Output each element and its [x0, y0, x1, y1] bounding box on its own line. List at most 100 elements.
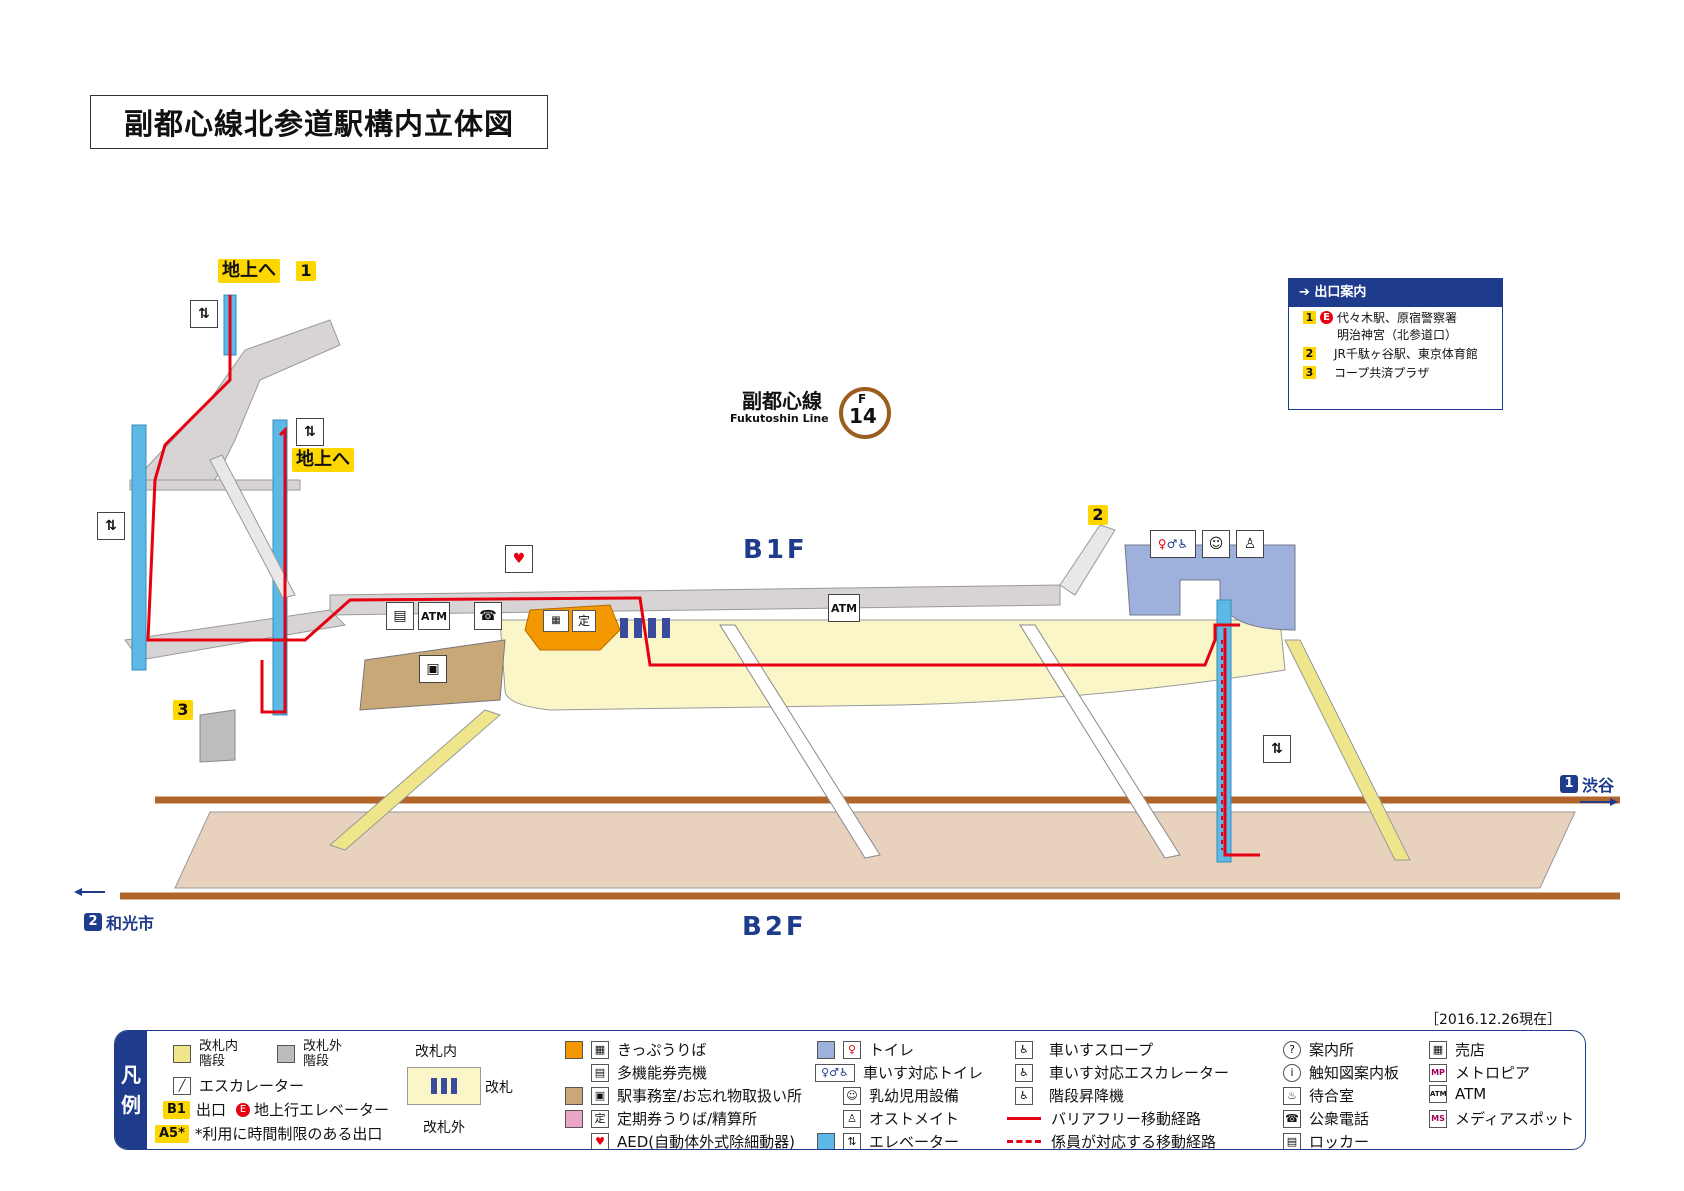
elevator-icon[interactable]: ⇅	[296, 418, 324, 446]
aed-icon: ♥	[591, 1132, 609, 1149]
escalator-icon: ╱	[173, 1076, 191, 1095]
toilet-icon[interactable]: ♀♂♿	[1150, 530, 1196, 558]
locker-icon: ▤	[386, 602, 414, 630]
elevator-icon[interactable]: ⇅	[190, 300, 218, 328]
floor-label-b2f: B2F	[742, 912, 807, 942]
legend-limited-exit: A5**利用に時間制限のある出口	[155, 1123, 382, 1144]
direction-east-name: 渋谷	[1582, 776, 1615, 795]
legend-text: 係員が対応する移動経路	[1051, 1133, 1217, 1150]
exit-num: 1	[1303, 311, 1316, 324]
exit-guide-text: コープ共済プラザ	[1334, 366, 1430, 380]
legend-text: 乳幼児用設備	[869, 1087, 960, 1105]
page-title: 副都心線北参道駅構内立体図	[90, 95, 548, 149]
legend-text: 待合室	[1309, 1087, 1355, 1105]
legend-text: 公衆電話	[1309, 1110, 1370, 1128]
legend-text: 改札外 階段	[303, 1039, 343, 1069]
line-name-en: Fukutoshin Line	[730, 412, 829, 425]
barrier-free-route-2	[260, 426, 287, 714]
legend-text: 車いす対応トイレ	[863, 1064, 984, 1082]
elevator-icon[interactable]: ⇅	[97, 512, 125, 540]
barrier-free-route	[146, 295, 1240, 667]
legend-shop: ▦ 売店	[1429, 1039, 1485, 1060]
red-line-icon	[1007, 1117, 1041, 1120]
legend-pass: 定定期券うりば/精算所	[565, 1108, 757, 1129]
to-ground-label-2: 地上へ	[292, 448, 354, 472]
metropia-icon: MP	[1429, 1063, 1447, 1082]
atm-icon-2[interactable]: ATM	[828, 594, 860, 622]
phone-icon[interactable]: ☎	[474, 602, 502, 630]
legend-text: 駅事務室/お忘れ物取扱い所	[617, 1087, 803, 1105]
station-office-icon: ▣	[419, 655, 447, 683]
floor-label-b1f: B1F	[743, 535, 808, 565]
atm-icon[interactable]: ATM	[418, 602, 450, 630]
barrier-free-route-3	[1223, 628, 1260, 857]
legend-text: エスカレーター	[199, 1077, 305, 1095]
legend-text: きっぷうりば	[617, 1041, 707, 1059]
shop-icon: ▦	[1429, 1040, 1447, 1059]
legend-text: バリアフリー移動経路	[1051, 1110, 1202, 1128]
updated-date: ［2016.12.26現在］	[1425, 1012, 1562, 1028]
baby-icon: ☺	[843, 1086, 861, 1105]
office-swatch	[565, 1086, 583, 1105]
direction-west-num: 2	[84, 913, 102, 931]
exit3-stair	[199, 709, 236, 763]
direction-east: 1 渋谷	[1560, 772, 1614, 796]
legend-waiting: ♨待合室	[1283, 1085, 1354, 1106]
legend-text: ATM	[1455, 1085, 1487, 1103]
legend-gate: 改札	[485, 1080, 513, 1096]
aed-icon[interactable]: ♥	[505, 545, 533, 573]
exit2-stair	[1059, 524, 1116, 596]
legend-text: 売店	[1455, 1041, 1486, 1059]
info-icon: ?	[1283, 1040, 1301, 1059]
elevator-icon: ⇅	[843, 1132, 861, 1149]
ticket-machine-icon[interactable]: ▦	[543, 610, 569, 632]
legend-slope: ♿車いすスロープ	[1015, 1039, 1153, 1060]
locker-icon: ▤	[1283, 1132, 1301, 1149]
direction-west-name: 和光市	[106, 914, 155, 933]
elevator-icon[interactable]: ⇅	[1263, 735, 1291, 763]
exit-guide-row: 2 JR千駄ヶ谷駅、東京体育館	[1303, 347, 1502, 362]
legend-stair-lift: ♿階段昇降機	[1015, 1085, 1124, 1106]
multi-ticket-icon: ▤	[591, 1063, 609, 1082]
exit-1-badge[interactable]: 1	[296, 261, 316, 281]
exit-3-badge[interactable]: 3	[173, 700, 193, 720]
legend-ostomate: ♙ オストメイト	[843, 1108, 959, 1129]
pass-office-icon[interactable]: 定	[572, 610, 596, 632]
phone-icon: ☎	[1283, 1109, 1301, 1128]
legend-info: ?案内所	[1283, 1039, 1354, 1060]
legend-text: エレベーター	[869, 1133, 960, 1150]
ticket-gates	[620, 618, 670, 638]
exit-guide-text: JR千駄ヶ谷駅、東京体育館	[1334, 347, 1478, 361]
legend-stairs-out: 改札外 階段	[277, 1039, 342, 1069]
legend-gate-in: 改札内	[415, 1044, 457, 1060]
legend-phone: ☎ 公衆電話	[1283, 1108, 1369, 1129]
legend-text: メトロピア	[1455, 1064, 1531, 1082]
to-ground-label-1: 地上へ	[218, 259, 280, 283]
toilet-swatch	[817, 1040, 835, 1059]
legend-text: メディアスポット	[1455, 1110, 1574, 1128]
legend-side-char: 凡	[121, 1063, 141, 1087]
elevator-exit-icon: E	[1320, 311, 1333, 324]
limited-exit-badge: A5*	[155, 1124, 189, 1143]
exit-num: 2	[1303, 347, 1316, 360]
legend-text: 触知図案内板	[1309, 1064, 1400, 1082]
ostomate-icon[interactable]: ♙	[1236, 530, 1264, 558]
exit-2-badge[interactable]: 2	[1088, 505, 1108, 525]
legend-locker: ▤ロッカー	[1283, 1131, 1369, 1149]
b1f-corridor-back	[329, 584, 1061, 616]
legend-text: オストメイト	[869, 1110, 960, 1128]
stairs-out-icon	[277, 1045, 295, 1063]
legend-elevator: ⇅ エレベーター	[817, 1131, 960, 1150]
legend-text: 出口	[195, 1101, 226, 1119]
exit-guide-text: 代々木駅、原宿警察署	[1337, 311, 1458, 325]
line-code-number: 14	[849, 404, 877, 428]
ostomate-icon: ♙	[843, 1109, 861, 1128]
red-dash-icon	[1007, 1140, 1041, 1143]
legend-metropia: MP メトロピア	[1429, 1062, 1530, 1083]
accessible-toilet-icon: ♀♂♿	[815, 1063, 855, 1082]
elevator-exit-icon: E	[235, 1102, 250, 1117]
baby-facility-icon[interactable]: ☺	[1202, 530, 1230, 558]
